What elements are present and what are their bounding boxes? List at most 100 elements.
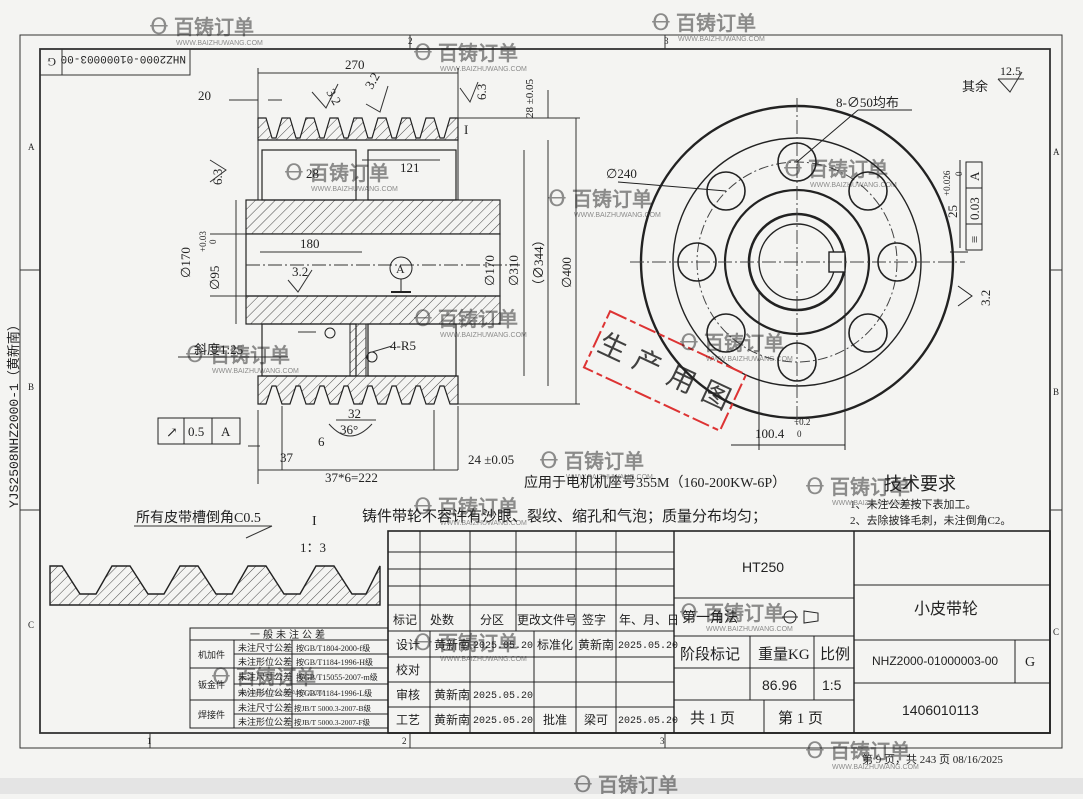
tol-row-3-std: 按GB/T15055-2007-m级 [296, 672, 378, 682]
watermark-logo-icon: Ꝋ [414, 494, 432, 519]
datum-a-section: A [396, 262, 405, 276]
drawing-no: NHZ2000-01000003-00 [872, 654, 998, 668]
dim-32: 32 [348, 406, 361, 421]
ra-3-2-b: 3.2 [362, 70, 383, 92]
watermark-brand: 百铸订单 [676, 11, 756, 35]
zone-left-b: B [28, 382, 34, 392]
watermark-logo-icon: Ꝋ [652, 10, 670, 35]
watermark-brand: 百铸订单 [210, 343, 290, 367]
ra-3-2-bore: 3.2 [292, 264, 308, 279]
runout-symbol-icon: ↗ [166, 426, 178, 441]
review-name: 黄新南 [434, 687, 470, 702]
dim-d310: ∅310 [506, 255, 521, 286]
hdr-change-doc: 更改文件号 [517, 612, 577, 627]
tol-row-6-label: 未注形位公差 [238, 716, 292, 727]
tol-table-title: 一般未注公差 [250, 628, 328, 641]
tol-row-5-label: 未注尺寸公差 [238, 702, 292, 713]
design-date: 2025.05.20 [473, 641, 533, 652]
dim-overall-width: 270 [345, 57, 365, 72]
material: HT250 [742, 559, 784, 575]
tol-row-2-label: 未注形位公差 [238, 656, 292, 667]
dim-6: 6 [318, 434, 325, 449]
hdr-mark: 标记 [393, 613, 417, 627]
total-pages: 共 1 页 [690, 710, 735, 727]
bottom-scan-band [0, 778, 1083, 794]
dim-d95-tol-low: 0 [208, 239, 218, 244]
watermark-url: WWW.BAIZHUWANG.COM [832, 764, 919, 771]
detail-note: 所有皮带槽倒角C0.5 [136, 510, 261, 526]
zone-right-a: A [1053, 147, 1060, 157]
side-archive-text: YJS2508NHZ2000-1（黄新南） [6, 318, 22, 508]
dim-28: 28 [306, 166, 319, 181]
hdr-date: 年、月、日 [619, 613, 679, 627]
watermark-url: WWW.BAIZHUWANG.COM [440, 332, 527, 339]
zone-top-2: 2 [408, 36, 413, 46]
dim-28-tol: 28 ±0.05 [524, 78, 536, 118]
process-name: 黄新南 [434, 712, 470, 727]
dim-d344: （∅344） [531, 233, 546, 292]
key-width: 25 [945, 205, 960, 218]
section-bottom-grooves [257, 375, 459, 405]
watermark-logo-icon: Ꝋ [806, 738, 824, 763]
process-date: 2025.05.20 [473, 716, 533, 727]
zone-bottom-3: 3 [660, 736, 665, 746]
watermark-url: WWW.BAIZHUWANG.COM [832, 500, 919, 507]
application-note: 应用于电机机座号355M（160-200KW-6P） [524, 474, 786, 491]
tol-group-2: 钣金件 [198, 679, 225, 690]
watermark-logo-icon: Ꝋ [285, 160, 303, 185]
detail-scale: 1：3 [300, 540, 326, 555]
watermark-brand: 百铸订单 [236, 665, 316, 689]
watermark-logo-icon: Ꝋ [212, 664, 230, 689]
drawing-rev-rotated: G [47, 55, 56, 69]
watermark-brand: 百铸订单 [704, 331, 784, 355]
watermark-brand: 百铸订单 [830, 475, 910, 499]
tol-row-1-std: 按GB/T1804-2000-f级 [296, 643, 370, 653]
zone-bottom-2: 2 [402, 736, 407, 746]
zone-left-c: C [28, 620, 34, 630]
page-footer: 第 9 页，共 243 页 08/16/2025 [862, 752, 1003, 766]
zone-right-b: B [1053, 387, 1059, 397]
design-role: 设计 [396, 638, 420, 652]
symmetry-icon: ≡ [967, 236, 982, 243]
detail-groove-profile [49, 565, 381, 606]
holes-label: 8-∅50均布 [836, 95, 899, 110]
dim-121: 121 [400, 160, 420, 175]
watermark-brand: 百铸订单 [438, 495, 518, 519]
ra-6-3-top: 6.3 [474, 84, 489, 100]
zone-right-c: C [1053, 627, 1059, 637]
watermark-brand: 百铸订单 [808, 157, 888, 181]
approve-role: 批准 [543, 712, 567, 727]
watermark-logo-icon: Ꝋ [414, 306, 432, 331]
radius-label: 4-R5 [390, 338, 416, 353]
dim-180: 180 [300, 236, 320, 251]
runout-tolerance-frame: ↗ 0.5 A [157, 417, 241, 445]
watermark-logo-icon: Ꝋ [186, 342, 204, 367]
projection-cone-icon [803, 610, 819, 624]
roughness-other-value: 12.5 [1000, 64, 1021, 78]
title-block-text: HT250 小皮带轮 第一角法 标记 处数 分区 更改文件号 签字 年、月、日 … [393, 559, 1035, 727]
dim-37: 37 [280, 450, 294, 465]
sym-tol: 0.03 [967, 197, 982, 220]
dim-100: 100.4 [755, 426, 785, 441]
tol-row-1-label: 未注尺寸公差 [238, 642, 292, 653]
detail-roman: I [312, 514, 317, 529]
drawing-code-box: NHZ2000-01000003-00 G [39, 48, 191, 76]
pcd-label: ∅240 [606, 166, 637, 181]
watermark-url: WWW.BAIZHUWANG.COM [574, 212, 661, 219]
watermark-logo-icon: Ꝋ [680, 330, 698, 355]
review-role: 审核 [396, 687, 420, 702]
watermark-logo-icon: Ꝋ [784, 156, 802, 181]
watermark-url: WWW.BAIZHUWANG.COM [678, 36, 765, 43]
watermark-url: WWW.BAIZHUWANG.COM [706, 626, 793, 633]
tech-requirements: 技术要求 1、未注公差按下表加工。 2、去除披锋毛刺，未注倒角C2。 [850, 474, 1011, 527]
approve-name: 梁可 [584, 712, 608, 727]
section-top-grooves [257, 117, 459, 141]
scale-label: 比例 [820, 646, 850, 663]
watermark-brand: 百铸订单 [438, 41, 518, 65]
weight-label: 重量KG [758, 646, 810, 663]
dim-d170-left: ∅170 [178, 247, 193, 278]
dim-d95-tol-up: +0.03 [198, 231, 208, 252]
tol-row-4-std: 按GB/T1184-1996-L级 [296, 688, 372, 698]
